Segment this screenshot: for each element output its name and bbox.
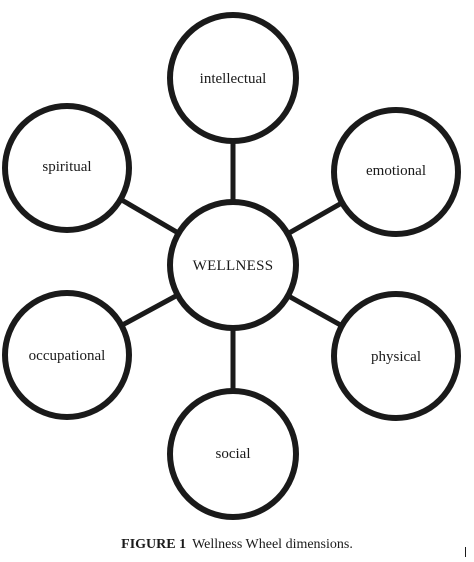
center-node: WELLNESS xyxy=(167,199,299,331)
node-label-spiritual: spiritual xyxy=(42,159,91,175)
edge-mark xyxy=(465,547,466,557)
node-label-occupational: occupational xyxy=(29,348,106,364)
node-occupational: occupational xyxy=(2,290,132,420)
figure-label: FIGURE 1 xyxy=(121,537,187,552)
node-spiritual: spiritual xyxy=(2,103,132,233)
node-emotional: emotional xyxy=(331,107,461,237)
figure-caption: FIGURE 1 Wellness Wheel dimensions. xyxy=(0,537,474,553)
node-label-physical: physical xyxy=(371,349,421,365)
node-label-social: social xyxy=(216,446,251,462)
node-intellectual: intellectual xyxy=(167,12,299,144)
node-label-emotional: emotional xyxy=(366,163,426,179)
node-label-intellectual: intellectual xyxy=(200,71,267,87)
node-social: social xyxy=(167,388,299,520)
node-physical: physical xyxy=(331,291,461,421)
center-label: WELLNESS xyxy=(193,258,274,274)
figure-caption-text: Wellness Wheel dimensions. xyxy=(192,537,353,552)
wellness-wheel-diagram: WELLNESS intellectual emotional physical… xyxy=(2,12,461,520)
